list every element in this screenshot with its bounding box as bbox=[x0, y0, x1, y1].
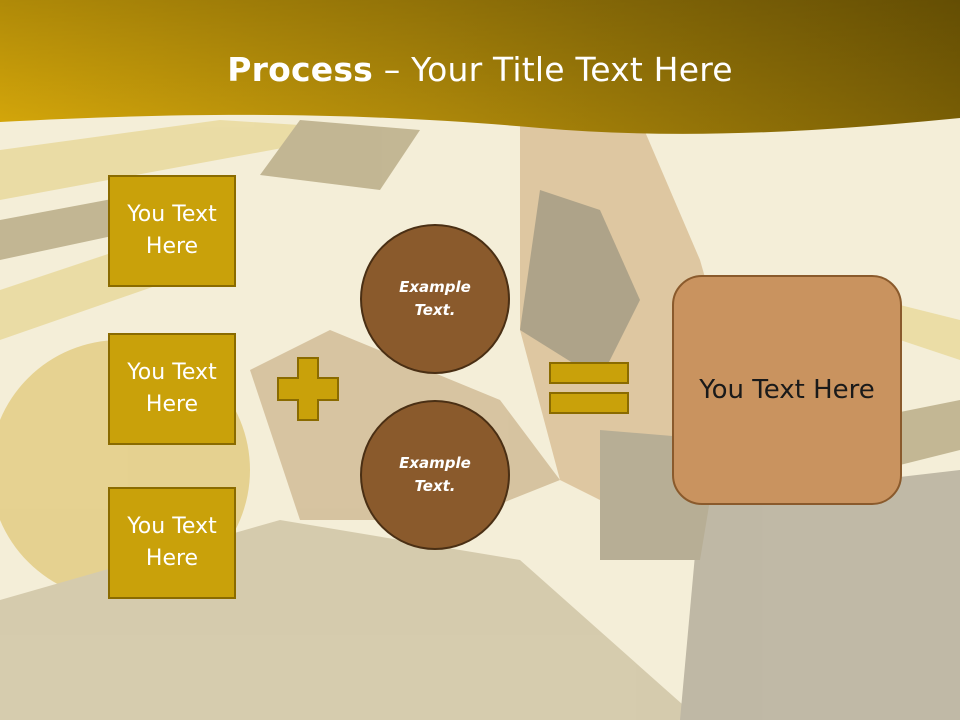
left-box-3[interactable]: You Text Here bbox=[108, 487, 236, 599]
circle-1[interactable]: Example Text. bbox=[360, 224, 510, 374]
left-box-1[interactable]: You Text Here bbox=[108, 175, 236, 287]
result-box-label: You Text Here bbox=[699, 375, 875, 405]
left-box-3-label: You Text Here bbox=[127, 514, 217, 571]
page-title: Process – Your Title Text Here bbox=[0, 50, 960, 89]
left-box-1-label: You Text Here bbox=[127, 202, 217, 259]
plus-icon bbox=[277, 357, 339, 421]
page-title-rest: – Your Title Text Here bbox=[373, 50, 733, 89]
circle-2-label: Example Text. bbox=[399, 454, 471, 495]
left-box-2-label: You Text Here bbox=[127, 360, 217, 417]
left-box-2[interactable]: You Text Here bbox=[108, 333, 236, 445]
result-box[interactable]: You Text Here bbox=[672, 275, 902, 505]
circle-2[interactable]: Example Text. bbox=[360, 400, 510, 550]
circle-1-label: Example Text. bbox=[399, 278, 471, 319]
page-title-bold: Process bbox=[227, 50, 374, 89]
equals-icon bbox=[549, 362, 629, 414]
